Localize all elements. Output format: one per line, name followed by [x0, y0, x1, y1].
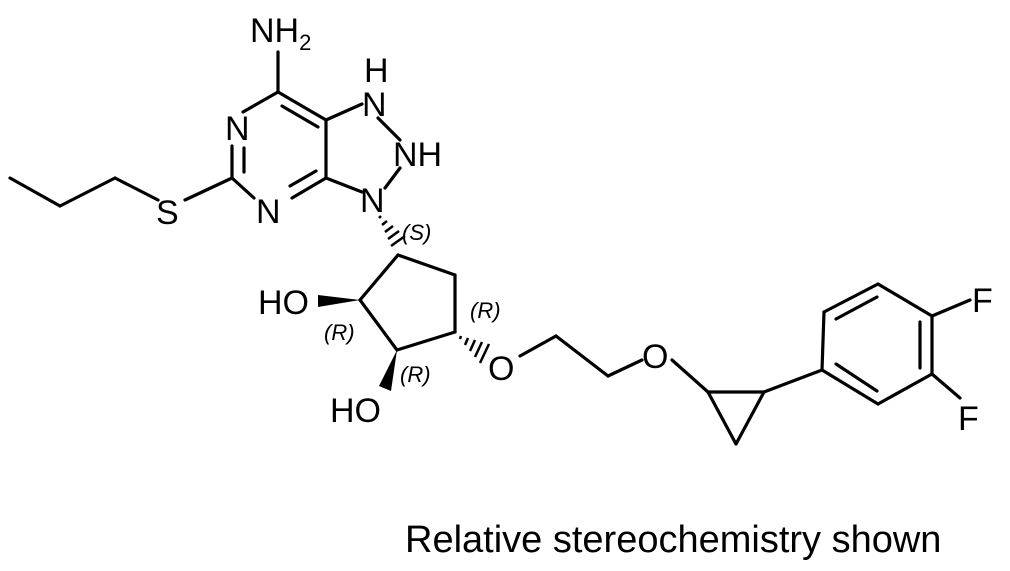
atom-pyr-n-bottom: N: [256, 193, 281, 231]
atom-n1: N: [362, 86, 387, 124]
bond-cp-phenyl: [762, 368, 824, 394]
atom-nh2: NH2: [250, 12, 311, 55]
atom-ho-top: HO: [258, 284, 309, 322]
phenyl-ring: [820, 282, 934, 406]
ether-linker: [518, 334, 710, 394]
stereo-label-c4: (R): [470, 298, 501, 323]
bond-f-bottom: [930, 372, 962, 400]
atom-fluorine-bottom: F: [958, 400, 979, 438]
pyrimidine-ring: [230, 90, 328, 200]
hashed-bond-c4-o: [458, 335, 491, 364]
atom-n1-h: H: [364, 52, 389, 90]
triazole-ring: [324, 102, 402, 194]
bond-f-top: [930, 298, 972, 318]
stereo-label-c1: (S): [402, 220, 431, 245]
atom-sulfur: S: [156, 194, 179, 232]
stereo-label-c2: (R): [324, 320, 355, 345]
propyl-chain: [8, 176, 160, 208]
wedge-c2-oh: [318, 295, 360, 307]
atom-pyr-n-left: N: [225, 110, 250, 148]
caption: Relative stereochemistry shown: [405, 519, 941, 561]
cyclopentane-ring: [358, 253, 457, 352]
stereo-label-c3: (R): [400, 362, 431, 387]
atom-ether-o2: O: [642, 338, 668, 376]
atom-fluorine-top: F: [972, 282, 993, 320]
hashed-bond-n-c1: [378, 215, 406, 248]
atom-ether-o1: O: [488, 350, 514, 388]
atom-n2: NH: [393, 136, 442, 174]
atom-n3: N: [360, 182, 385, 220]
atom-ho-bottom: HO: [330, 392, 381, 430]
bond-s-c2: [183, 176, 234, 202]
wedge-c3-oh: [379, 350, 397, 391]
cyclopropane-ring: [706, 390, 766, 446]
